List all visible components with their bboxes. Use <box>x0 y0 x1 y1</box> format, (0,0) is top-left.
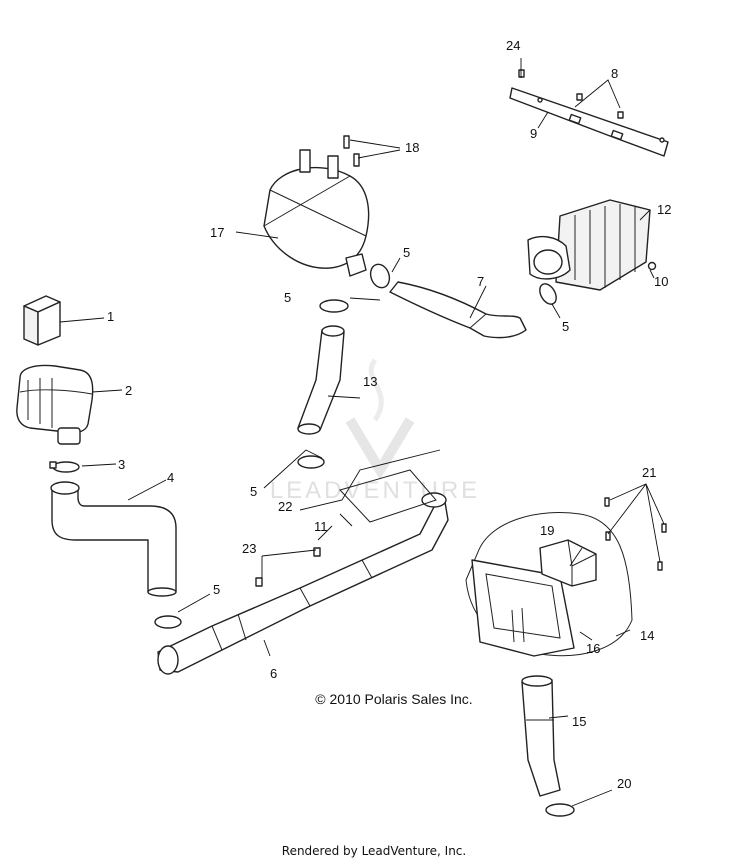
callout-5-box: 5 <box>403 245 410 260</box>
part-5-clamp-box <box>369 263 391 289</box>
callout-24: 24 <box>506 38 520 53</box>
callout-3: 3 <box>118 457 125 472</box>
callout-10: 10 <box>654 274 668 289</box>
callout-7: 7 <box>477 274 484 289</box>
callout-13: 13 <box>363 374 377 389</box>
part-22-decal <box>339 469 437 523</box>
part-9-bracket <box>509 87 669 157</box>
part-2-air-filter-housing <box>16 364 94 445</box>
callout-14: 14 <box>640 628 654 643</box>
part-17-air-box <box>263 149 370 277</box>
callout-5-intake: 5 <box>284 290 291 305</box>
callout-2: 2 <box>125 383 132 398</box>
part-6-intake-duct <box>157 492 449 675</box>
callout-19: 19 <box>540 523 554 538</box>
part-24-screw <box>518 69 525 78</box>
rendered-by-text: Rendered by LeadVenture, Inc. <box>282 844 466 858</box>
callout-17: 17 <box>210 225 224 240</box>
callout-5-mid: 5 <box>250 484 257 499</box>
part-1-filter-block <box>23 295 61 346</box>
part-13-duct <box>297 325 345 435</box>
callout-4: 4 <box>167 470 174 485</box>
part-15-outlet-tube <box>521 675 561 797</box>
watermark-text: LEADVENTURE <box>270 477 480 504</box>
part-10-nut <box>647 261 657 271</box>
callout-11: 11 <box>314 519 328 534</box>
callout-21: 21 <box>642 465 656 480</box>
callouts: 1 2 3 4 5 5 5 5 5 6 7 8 9 10 11 12 13 14… <box>107 38 671 791</box>
callout-12: 12 <box>657 202 671 217</box>
callout-15: 15 <box>572 714 586 729</box>
part-19-foam-block <box>539 539 597 587</box>
callout-1: 1 <box>107 309 114 324</box>
part-5-clamp-intake <box>319 299 349 313</box>
callout-8: 8 <box>611 66 618 81</box>
callout-22: 22 <box>278 499 292 514</box>
part-3-clamp <box>49 461 80 473</box>
callout-6: 6 <box>270 666 277 681</box>
leader-lines <box>59 58 665 807</box>
callout-23: 23 <box>242 541 256 556</box>
part-12-engine-assembly <box>527 199 651 291</box>
part-7-hose <box>389 281 527 339</box>
part-8-fasteners <box>576 93 624 119</box>
watermark: LEADVENTURE <box>270 358 480 504</box>
callout-16: 16 <box>586 641 600 656</box>
callout-20: 20 <box>617 776 631 791</box>
callout-5-engine: 5 <box>562 319 569 334</box>
part-5-clamp-lower-left <box>154 615 182 629</box>
part-4-elbow-duct <box>50 481 177 597</box>
callout-18: 18 <box>405 140 419 155</box>
callout-9: 9 <box>530 126 537 141</box>
callout-5-lower-left: 5 <box>213 582 220 597</box>
part-18-bolts <box>343 135 360 167</box>
part-20-clamp <box>545 803 575 817</box>
part-5-clamp-engine <box>539 283 557 305</box>
part-23-screws <box>255 547 321 587</box>
part-5-clamp-mid <box>297 455 325 469</box>
copyright-text: © 2010 Polaris Sales Inc. <box>315 691 472 707</box>
